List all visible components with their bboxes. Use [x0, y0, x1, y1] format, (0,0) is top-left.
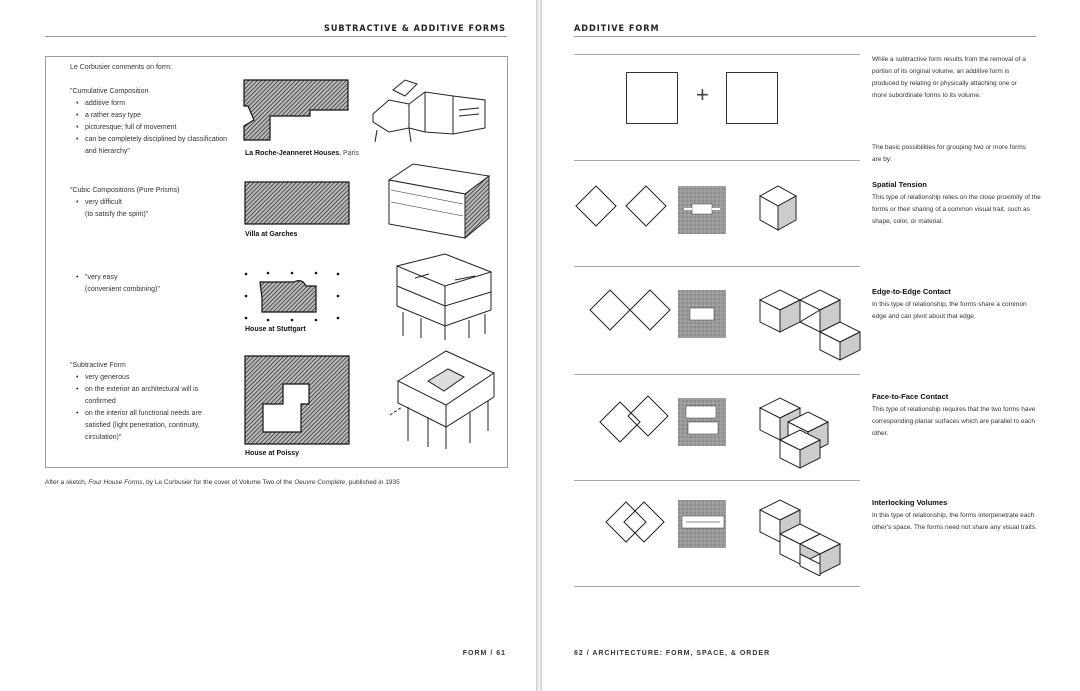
relation-body-face-to-face: This type of relationship requires that …: [872, 406, 1036, 437]
left-folio: FORM / 61: [462, 650, 506, 657]
relation-body-interlocking: In this type of relationship, the forms …: [872, 512, 1037, 531]
bullet-item: picturesque; full of movement: [76, 122, 235, 134]
composition-group-4: "Subtractive Form very generous on the e…: [70, 360, 235, 444]
face-to-face-diagram: [599, 395, 830, 469]
composition-group-3: "very easy (convenient combining)": [70, 272, 235, 296]
group-heading: "Cubic Compositions (Pure Prisms): [70, 187, 180, 194]
relation-title-face-to-face: Face-to-Face Contact: [872, 392, 949, 401]
right-page: ADDITIVE FORM + While a subtractive form…: [542, 0, 1080, 691]
square-figure: [626, 72, 678, 124]
left-page: SUBTRACTIVE & ADDITIVE FORMS Le Corbusie…: [0, 0, 536, 691]
plan-poissy-sketch: [244, 355, 350, 445]
section-rule: [574, 586, 860, 587]
perspective-garches-sketch: [387, 163, 491, 240]
plus-icon: +: [696, 82, 709, 107]
bullet-item: a rather easy type: [76, 110, 235, 122]
bullet-continuation: circulation)": [85, 434, 122, 441]
section-rule: [574, 160, 860, 161]
bullet-item: additive form: [76, 98, 235, 110]
bullet-item: "very easy: [76, 272, 235, 284]
group-heading: "Subtractive Form: [70, 362, 126, 369]
group-heading: "Cumulative Composition: [70, 88, 149, 95]
caption-poissy: House at Poissy: [245, 450, 300, 457]
bullet-item: can be completely disciplined by classif…: [76, 134, 235, 146]
perspective-stuttgart-sketch: [395, 253, 493, 340]
left-head-rule: [45, 36, 507, 37]
section-rule: [574, 266, 860, 267]
relation-title-interlocking: Interlocking Volumes: [872, 498, 948, 507]
composition-group-1: "Cumulative Composition additive form a …: [70, 86, 235, 158]
edge-to-edge-diagram: [589, 289, 862, 361]
right-folio: 62 / ARCHITECTURE: FORM, SPACE, & ORDER: [574, 650, 771, 657]
caption-stuttgart: House at Stuttgart: [245, 326, 306, 333]
plan-la-roche-sketch: [243, 79, 349, 141]
right-head-rule: [574, 36, 1036, 37]
square-figure: [726, 72, 778, 124]
plan-garches-sketch: [244, 181, 350, 225]
sketch-frame: [45, 56, 508, 468]
caption-la-roche: La Roche-Jeanneret Houses, Paris: [245, 150, 359, 157]
grouping-intro-text: The basic possibilities for grouping two…: [872, 144, 1026, 163]
perspective-poissy-sketch: [389, 350, 496, 449]
bullet-continuation: (convenient combining)": [85, 286, 160, 293]
figure-footnote: After a sketch, Four House Forms, by Le …: [45, 479, 400, 486]
section-rule: [574, 374, 860, 375]
bullet-item: very difficult: [76, 197, 235, 209]
relation-title-spatial-tension: Spatial Tension: [872, 180, 927, 189]
relation-body-spatial-tension: This type of relationship relies on the …: [872, 194, 1041, 225]
page-gutter: [536, 0, 542, 691]
perspective-la-roche-sketch: [372, 79, 486, 143]
bullet-continuation: satisfied (light penetration, continuity…: [85, 422, 200, 429]
right-running-head: ADDITIVE FORM: [574, 24, 660, 34]
composition-group-2: "Cubic Compositions (Pure Prisms) very d…: [70, 185, 235, 221]
bullet-continuation: and hierarchy": [85, 148, 130, 155]
bullet-item: very generous: [76, 372, 235, 384]
intro-text: Le Corbusier comments on form:: [70, 64, 172, 71]
section-rule: [574, 480, 860, 481]
interlocking-volumes-diagram: [605, 499, 842, 576]
section-rule: [574, 54, 860, 55]
additive-intro-text: While a subtractive form results from th…: [872, 56, 1026, 99]
caption-garches: Villa at Garches: [245, 231, 298, 238]
relation-title-edge-to-edge: Edge-to-Edge Contact: [872, 287, 951, 296]
spatial-tension-diagram: [575, 185, 798, 234]
bullet-item: on the interior all functional needs are: [76, 408, 235, 420]
bullet-continuation: (to satisfy the spirit)": [85, 211, 149, 218]
relation-body-edge-to-edge: In this type of relationship, the forms …: [872, 301, 1027, 320]
bullet-item: on the exterior an architectural will is: [76, 384, 235, 396]
left-running-head: SUBTRACTIVE & ADDITIVE FORMS: [324, 24, 506, 34]
bullet-continuation: confirmed: [85, 398, 116, 405]
plan-stuttgart-sketch: [244, 271, 340, 322]
